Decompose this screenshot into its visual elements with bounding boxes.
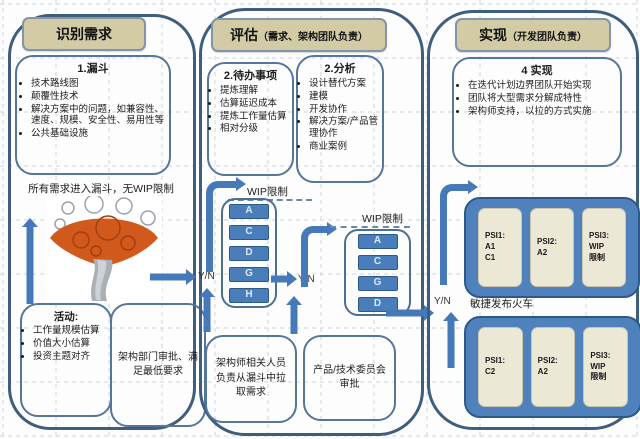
activity-box: 活动: 工作量规模估算价值大小估算投资主题对齐 <box>20 303 112 417</box>
implementation-box-title: 4 实现 <box>521 65 553 77</box>
backlog-box: 2.待办事项 提炼理解估算延迟成本提炼工作量估算相对分级 <box>207 62 294 176</box>
funnel-box-bullet: 颠覆性技术 <box>31 91 167 103</box>
funnel-box-bullet: 技术路线图 <box>31 78 167 90</box>
kanban-bar: D <box>357 296 398 312</box>
architect-up-arrow <box>199 288 215 332</box>
wip-limit-label-1: WIP限制 <box>247 186 288 198</box>
funnel-box-bullet: 公共基础设施 <box>31 128 167 140</box>
analysis-box-bullets: 设计替代方案建模开发协作解决方案/产品管理协作商业案例 <box>298 78 380 153</box>
funnel-box-title: 1.漏斗 <box>77 63 109 75</box>
analysis-box: 2.分析 设计替代方案建模开发协作解决方案/产品管理协作商业案例 <box>296 55 384 183</box>
psi-cell: PSI2: A2 <box>530 208 574 287</box>
column2-header-sublabel: （需求、架构团队负责） <box>258 31 368 43</box>
committee-approval-box: 产品/技术委员会审批 <box>303 335 396 421</box>
col1-to-col2-arrow <box>150 268 196 286</box>
yn3-to-train1-arrow <box>440 180 478 285</box>
backlog-box-bullet: 提炼理解 <box>220 85 290 97</box>
analysis-box-bullet: 解决方案/产品管理协作 <box>309 116 380 140</box>
funnel-box-bullet: 解决方案中的问题，如兼容性、速度、规模、安全性、易用性等 <box>31 104 167 128</box>
backlog-box-title: 2.待办事项 <box>223 70 278 82</box>
yn-label-1: Y/N <box>198 271 215 282</box>
funnel-box: 1.漏斗 技术路线图颠覆性技术解决方案中的问题，如兼容性、速度、规模、安全性、易… <box>15 55 171 175</box>
kanban-bar: G <box>229 266 269 282</box>
column2-header-label: 评估 <box>230 27 258 43</box>
analysis-box-bullet: 建模 <box>309 91 380 103</box>
activity-box-bullets: 工作量规模估算价值大小估算投资主题对齐 <box>22 325 108 363</box>
stack1-to-yn2-arrow <box>271 271 297 287</box>
column-evaluate <box>199 8 424 436</box>
column3-header: 实现（开发团队负责） <box>455 18 611 52</box>
implementation-box-bullet: 在迭代计划边界团队开始实现 <box>468 80 618 92</box>
architect-pull-box: 架构师相关人员负责从漏斗中拉取需求 <box>205 335 297 423</box>
architecture-approval-text: 架构部门审批、满足最低要求 <box>118 351 198 378</box>
psi-cell: PSI3: WIP 限制 <box>582 208 626 287</box>
yn2-to-stack2-arrow <box>301 222 337 287</box>
kanban-bar: C <box>357 254 398 270</box>
architect-pull-text: 架构师相关人员负责从漏斗中拉取需求 <box>216 358 286 399</box>
column1-header: 识别需求 <box>22 17 146 51</box>
backlog-box-bullets: 提炼理解估算延迟成本提炼工作量估算相对分级 <box>209 85 290 136</box>
train2-up-arrow <box>442 312 459 368</box>
funnel-icon <box>46 196 162 303</box>
agile-release-train-label: 敏捷发布火车 <box>470 298 533 310</box>
architecture-approval-box: 架构部门审批、满足最低要求 <box>110 303 206 427</box>
kanban-bar: A <box>229 203 269 219</box>
analysis-box-title: 2.分析 <box>324 63 356 75</box>
kanban-bar: A <box>357 233 398 249</box>
activity-box-bullet: 价值大小估算 <box>33 338 108 350</box>
activity-box-bullet: 工作量规模估算 <box>33 325 108 337</box>
kanban-bar: D <box>229 245 269 261</box>
psi-cell: PSI1: A1 C1 <box>478 208 522 287</box>
analysis-box-bullet: 设计替代方案 <box>309 78 380 90</box>
backlog-box-bullet: 提炼工作量估算 <box>220 111 290 123</box>
activity-box-title: 活动: <box>53 311 79 323</box>
column3-header-sublabel: （开发团队负责） <box>507 31 587 43</box>
column-identify-requirements <box>8 14 196 430</box>
psi-cell: PSI2: A2 <box>530 327 576 407</box>
column2-header: 评估（需求、架构团队负责） <box>211 18 387 52</box>
analysis-box-bullet: 商业案例 <box>309 141 380 153</box>
wip-limit-line-2 <box>330 226 410 228</box>
yn-label-3: Y/N <box>434 296 451 307</box>
psi-cell: PSI3: WIP 限制 <box>583 327 629 407</box>
committee-up-arrow <box>286 296 302 334</box>
implementation-box-bullet: 架构师支持，以拉的方式实施 <box>468 106 618 118</box>
psi-cell: PSI1: C2 <box>478 327 523 407</box>
kanban-bar: H <box>229 287 269 303</box>
column3-header-label: 实现 <box>479 27 507 43</box>
funnel-box-bullets: 技术路线图颠覆性技术解决方案中的问题，如兼容性、速度、规模、安全性、易用性等公共… <box>17 78 167 140</box>
committee-approval-text: 产品/技术委员会审批 <box>313 364 386 391</box>
kanban-bar: G <box>357 275 398 291</box>
yn1-to-stack1-arrow <box>206 177 246 272</box>
kanban-bar: C <box>229 224 269 240</box>
implementation-box-bullets: 在迭代计划边界团队开始实现团队将大型需求分解成特性架构师支持，以拉的方式实施 <box>454 80 618 118</box>
funnel-up-arrow <box>22 218 38 304</box>
implementation-box: 4 实现 在迭代计划边界团队开始实现团队将大型需求分解成特性架构师支持，以拉的方… <box>452 57 622 167</box>
backlog-box-bullet: 估算延迟成本 <box>220 98 290 110</box>
activity-box-bullet: 投资主题对齐 <box>33 351 108 363</box>
analysis-box-bullet: 开发协作 <box>309 104 380 116</box>
wip-limit-label-2: WIP限制 <box>362 213 403 225</box>
implementation-box-bullet: 团队将大型需求分解成特性 <box>468 93 618 105</box>
column1-header-label: 识别需求 <box>56 26 112 42</box>
backlog-box-bullet: 相对分级 <box>220 123 290 135</box>
funnel-note: 所有需求进入漏斗，无WIP限制 <box>28 183 174 195</box>
